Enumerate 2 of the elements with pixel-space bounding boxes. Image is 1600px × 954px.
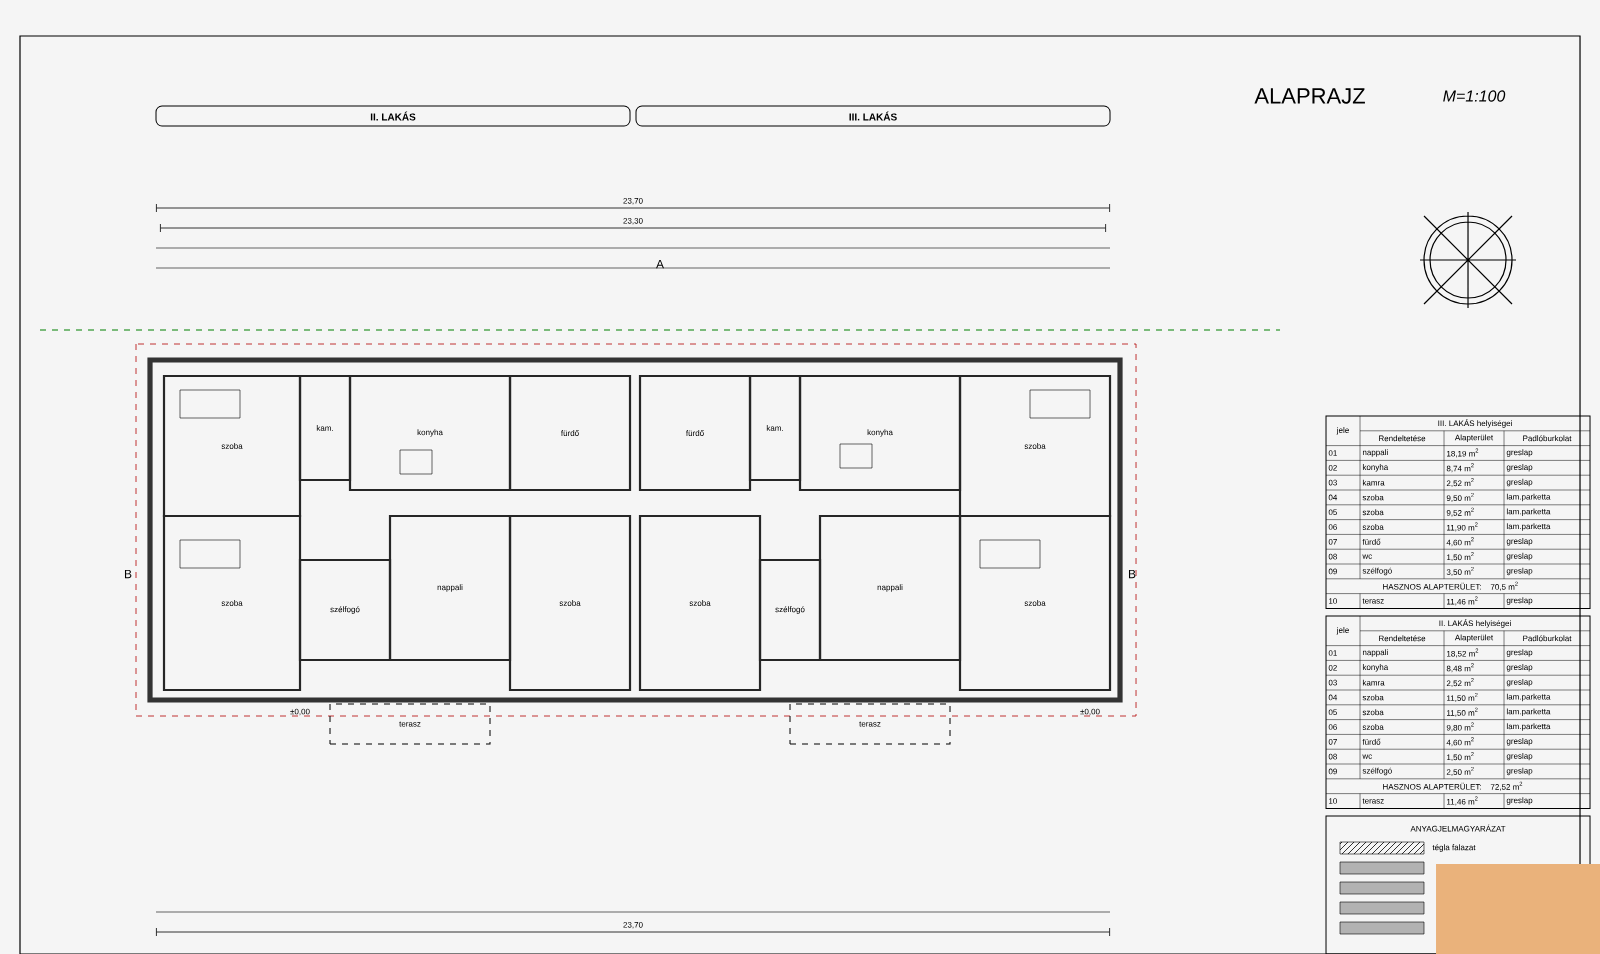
scale-text: M=1:100 (1443, 90, 1506, 102)
title: ALAPRAJZ (1254, 88, 1365, 104)
